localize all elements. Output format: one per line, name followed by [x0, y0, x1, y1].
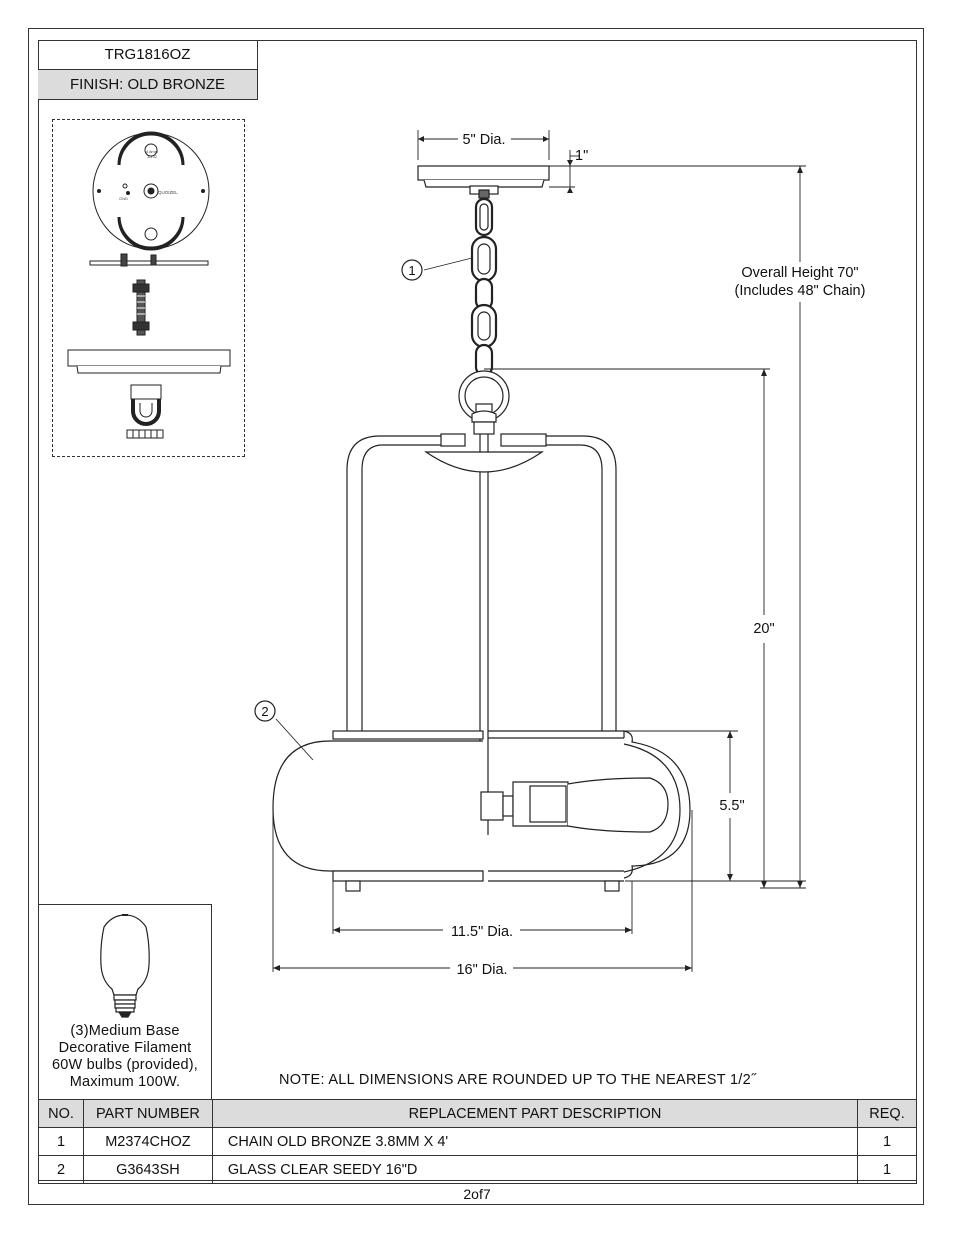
- callout-1-circle: [401, 259, 423, 281]
- cell-part-number: M2374CHOZ: [82, 1127, 213, 1156]
- plate-gnd: GND: [119, 196, 128, 201]
- cell-no: 1: [38, 1127, 84, 1156]
- cell-description: GLASS CLEAR SEEDY 16"D: [211, 1155, 859, 1184]
- title-block: TRG1816OZ FINISH: OLD BRONZE: [38, 40, 258, 100]
- plate-brand: QUOIZEL: [158, 190, 178, 195]
- hardware-detail: 4.8mm 10/32 QUOIZEL GND: [52, 119, 245, 457]
- table-row: 1 M2374CHOZ CHAIN OLD BRONZE 3.8MM X 4' …: [38, 1127, 917, 1156]
- dimensions-note: NOTE: ALL DIMENSIONS ARE ROUNDED UP TO T…: [279, 1072, 757, 1088]
- dim-canopy-height: 1": [575, 148, 588, 164]
- bulb-line-4: Maximum 100W.: [69, 1074, 181, 1090]
- bulb-line-1: (3)Medium Base: [70, 1023, 180, 1039]
- header-no: NO.: [38, 1099, 84, 1128]
- table-header: NO. PART NUMBER REPLACEMENT PART DESCRIP…: [38, 1099, 917, 1128]
- dim-canopy: 5" Dia.: [462, 132, 505, 148]
- callout-2-circle: [254, 700, 276, 722]
- parts-table: NO. PART NUMBER REPLACEMENT PART DESCRIP…: [38, 1099, 917, 1184]
- header-part-number: PART NUMBER: [82, 1099, 213, 1128]
- callout-2: 2: [261, 704, 268, 719]
- bulb-line-3: 60W bulbs (provided),: [51, 1057, 199, 1073]
- cell-description: CHAIN OLD BRONZE 3.8MM X 4': [211, 1127, 859, 1156]
- page-number: 2of7: [463, 1186, 491, 1202]
- drawing-sheet: [28, 28, 924, 1205]
- finish-label: FINISH: OLD BRONZE: [38, 70, 258, 100]
- header-description: REPLACEMENT PART DESCRIPTION: [211, 1099, 859, 1128]
- plate-text-2: 10/32: [147, 154, 158, 159]
- cell-req: 1: [857, 1127, 917, 1156]
- bulb-panel: (3)Medium Base Decorative Filament 60W b…: [38, 904, 212, 1099]
- table-row: 2 G3643SH GLASS CLEAR SEEDY 16"D 1: [38, 1155, 917, 1184]
- callout-1: 1: [408, 263, 415, 278]
- dim-glass-dia: 16" Dia.: [456, 962, 507, 978]
- cell-req: 1: [857, 1155, 917, 1184]
- bulb-line-2: Decorative Filament: [58, 1040, 192, 1056]
- dim-base-dia: 11.5" Dia.: [451, 924, 513, 940]
- dim-overall-2: (Includes 48" Chain): [735, 283, 866, 299]
- bulb-description: (3)Medium Base Decorative Filament 60W b…: [38, 1023, 212, 1091]
- dim-overall-1: Overall Height 70": [741, 265, 858, 281]
- dim-body-height: 20": [753, 621, 774, 637]
- dim-glass-height: 5.5": [719, 798, 744, 814]
- bulb-icon: [100, 914, 150, 1018]
- cell-part-number: G3643SH: [82, 1155, 213, 1184]
- model-number: TRG1816OZ: [38, 40, 258, 70]
- header-req: REQ.: [857, 1099, 917, 1128]
- cell-no: 2: [38, 1155, 84, 1184]
- hardware-illustration: 4.8mm 10/32 QUOIZEL GND: [67, 131, 231, 439]
- plate-text-1: 4.8mm: [146, 149, 159, 154]
